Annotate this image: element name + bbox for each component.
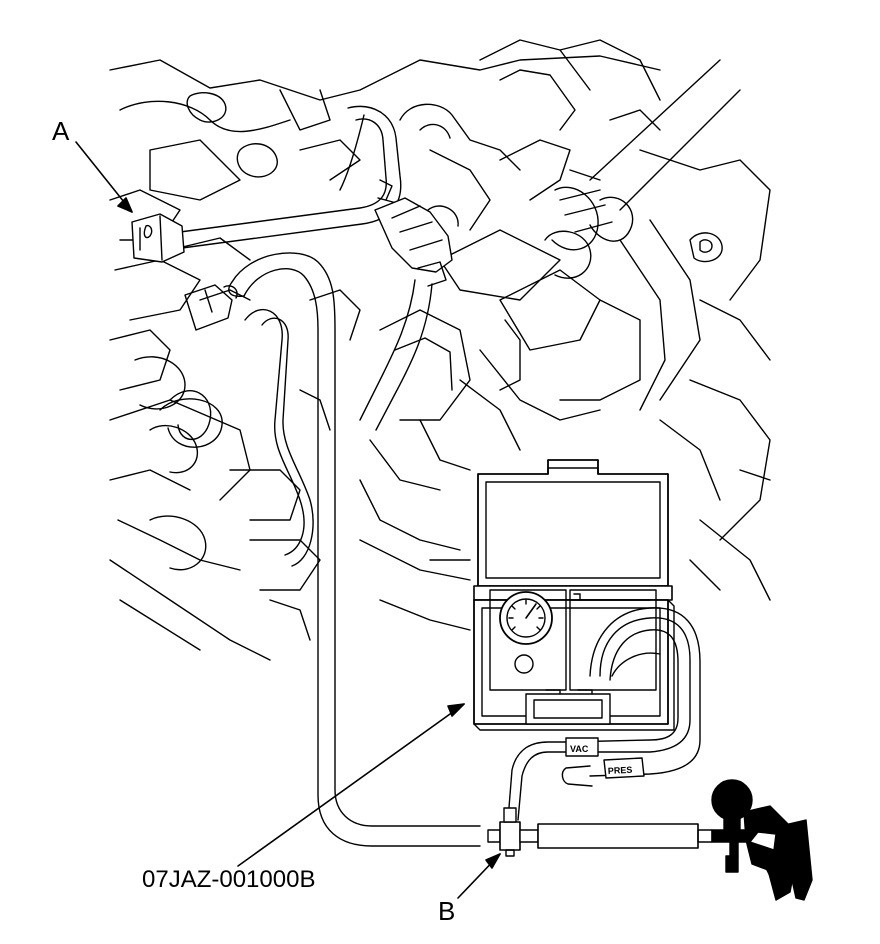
quick-connector-top [374, 197, 459, 287]
adapter-tube [537, 823, 713, 849]
vac-tag-text: VAC [570, 744, 589, 754]
leader-b-arrowhead [485, 853, 501, 869]
gauge-hoses [507, 607, 701, 821]
hand-pump [711, 779, 813, 901]
connector-a [131, 213, 185, 263]
connector-outlet-hose [359, 279, 433, 431]
pres-tag-text: PRES [608, 765, 633, 776]
t-joint-b [487, 807, 539, 857]
leader-a-arrowhead [117, 197, 133, 213]
pres-tag [603, 757, 645, 779]
leader-arrows [75, 141, 501, 899]
part-number-label: 07JAZ-001000B [142, 866, 316, 893]
callout-a-label: A [52, 116, 70, 146]
vac-tag [565, 737, 599, 757]
leader-part-line [237, 703, 465, 867]
engine-line-art [109, 39, 771, 661]
leader-part-arrowhead [447, 703, 465, 717]
long-test-hose [228, 252, 481, 847]
callout-b-label: B [438, 896, 456, 926]
fuel-feed-line [179, 105, 413, 251]
gauge-case [473, 459, 675, 731]
